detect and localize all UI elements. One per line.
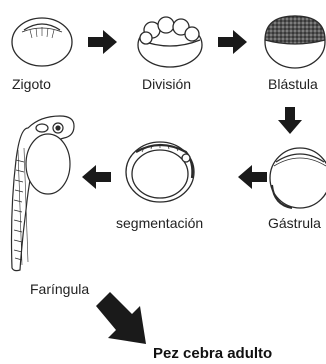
label-cleavage: División [142,77,191,91]
cleavage-illustration [138,17,202,67]
arrow-gastrula-to-segmentation [238,165,267,189]
arrow-pharyngula-to-adult [96,292,146,344]
arrow-segmentation-to-pharyngula [82,165,111,189]
label-blastula: Blástula [268,77,318,91]
arrow-blastula-to-gastrula [278,107,302,134]
arrow-cleavage-to-blastula [218,30,247,54]
arrow-zygote-to-cleavage [88,30,117,54]
pharyngula-illustration [12,116,75,271]
label-zygote: Zigoto [12,77,51,91]
blastula-illustration [265,16,325,68]
segmentation-illustration [126,142,194,202]
label-gastrula: Gástrula [268,216,321,230]
label-segmentation: segmentación [116,216,203,230]
label-pharyngula: Faríngula [30,282,89,296]
label-adult-zebrafish: Pez cebra adulto [153,346,272,361]
gastrula-illustration [270,148,326,208]
zygote-illustration [12,18,72,66]
